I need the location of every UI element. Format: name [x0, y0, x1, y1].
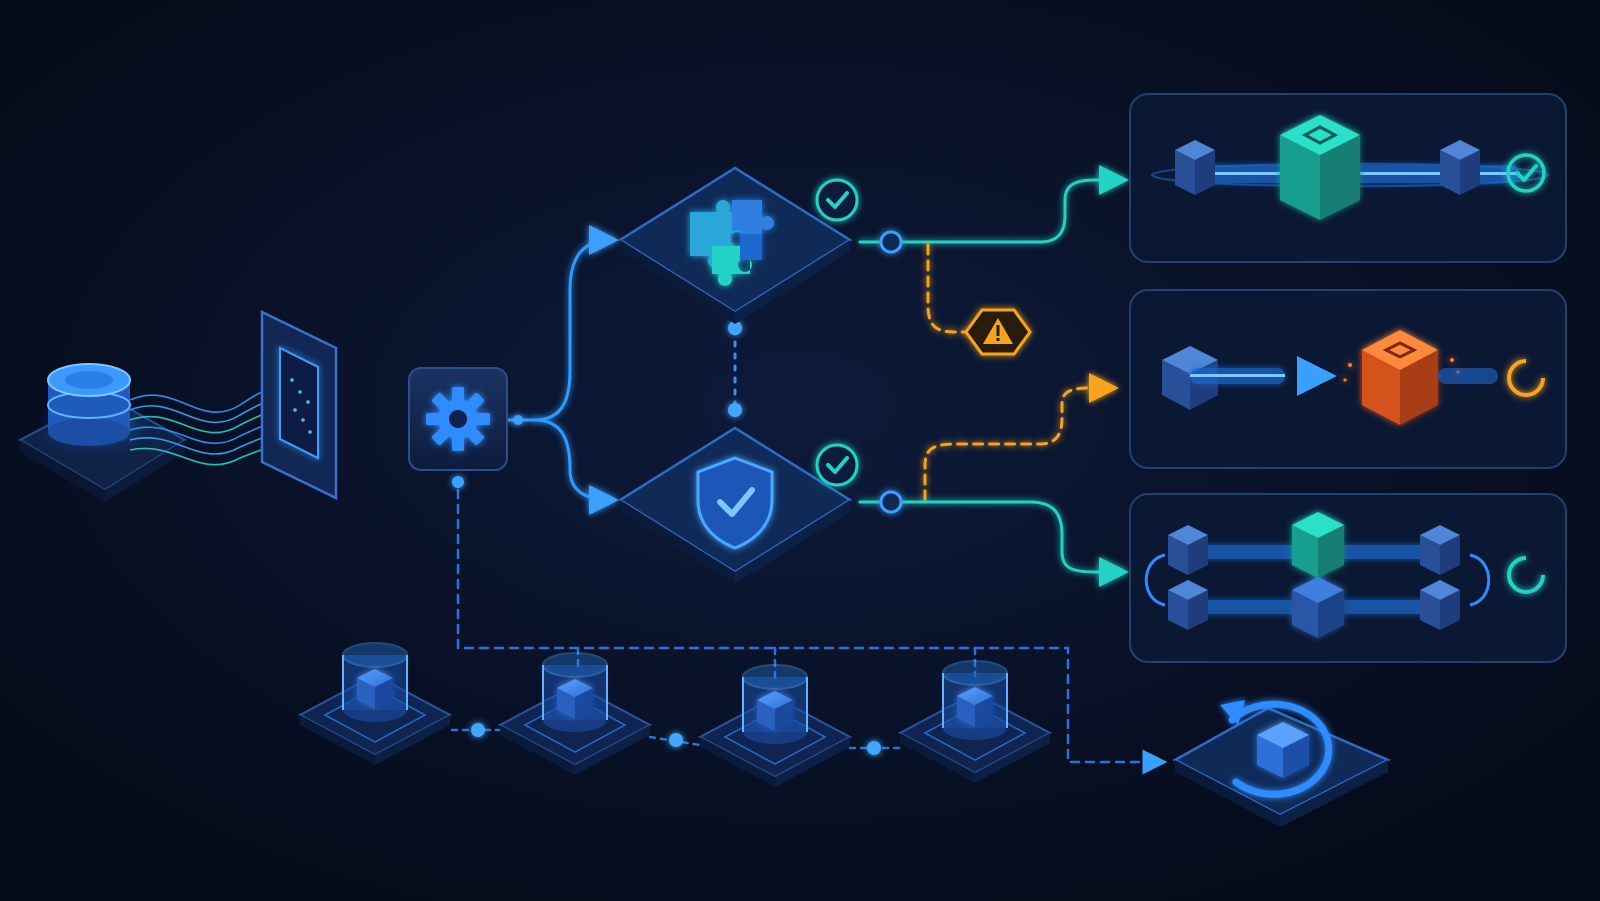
- storage-cube-icon: [757, 691, 793, 731]
- block-cube-icon: [1168, 525, 1208, 630]
- restore-node[interactable]: [1172, 700, 1391, 827]
- loading-ring-icon: [1507, 359, 1545, 397]
- storage-cube-icon: [357, 669, 393, 709]
- shield-check-icon: [696, 456, 774, 550]
- validation-node[interactable]: [617, 426, 853, 584]
- storage-chain: [297, 642, 1053, 787]
- loading-ring-icon: [1507, 556, 1545, 594]
- block-cube-icon: [1420, 525, 1460, 630]
- block-cube-icon: [1440, 140, 1480, 195]
- storage-node-4[interactable]: [897, 660, 1053, 783]
- gear-icon[interactable]: [408, 367, 508, 471]
- outcome-panel-success[interactable]: [1129, 93, 1567, 263]
- storage-cube-icon: [957, 687, 993, 727]
- block-cube-icon: [1175, 140, 1215, 195]
- connectors: [338, 165, 1168, 775]
- refresh-cube-icon: [1220, 700, 1333, 798]
- storage-node-3[interactable]: [697, 664, 853, 787]
- storage-node-1[interactable]: [297, 642, 453, 765]
- error-block-cube-icon: [1343, 330, 1460, 425]
- outcome-panel-error[interactable]: [1129, 289, 1567, 469]
- active-block-cube-icon: [1292, 512, 1344, 638]
- storage-cube-icon: [557, 679, 593, 719]
- storage-node-2[interactable]: [497, 652, 653, 775]
- validation-success-check-icon: [815, 443, 859, 487]
- active-block-cube-icon: [1280, 115, 1360, 220]
- check-circle-icon: [1506, 153, 1546, 193]
- database-icon[interactable]: [17, 363, 187, 502]
- warning-triangle-icon[interactable]: [964, 308, 1032, 356]
- puzzle-icon: [690, 200, 774, 286]
- integration-node[interactable]: [617, 166, 853, 324]
- integration-success-check-icon: [815, 178, 859, 222]
- outcome-panel-parallel[interactable]: [1129, 493, 1567, 663]
- gateway-panel-icon[interactable]: [260, 310, 338, 500]
